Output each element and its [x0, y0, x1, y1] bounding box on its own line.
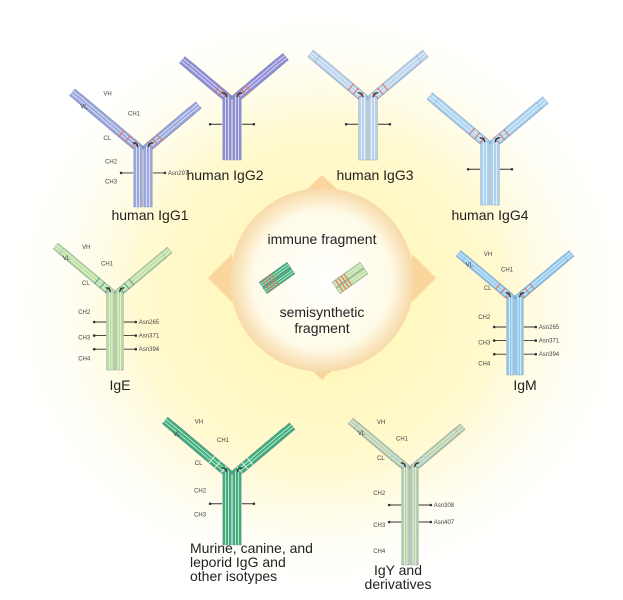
glycosylation-site-label: Asn265: [139, 320, 160, 326]
glycosylation-site-label: Asn371: [539, 339, 560, 345]
glycosylation-site-label: Asn407: [434, 520, 455, 526]
domain-label-ch3: CH3: [478, 341, 491, 347]
domain-label-ch2: CH2: [105, 160, 118, 166]
domain-label-ch2: CH2: [373, 491, 386, 497]
glycosylation-site-label: Asn371: [139, 334, 160, 340]
domain-label-ch2: CH2: [478, 315, 491, 321]
domain-label-vl: VL: [80, 105, 88, 111]
domain-label-vh: VH: [195, 420, 203, 426]
domain-label-ch1: CH1: [501, 268, 514, 274]
antibody-name: derivatives: [365, 576, 432, 592]
center-title: immune fragment: [268, 231, 377, 247]
antibody-name: human IgG1: [111, 207, 188, 223]
domain-label-ch4: CH4: [373, 549, 386, 555]
antibody-name: IgE: [109, 377, 130, 393]
glycosylation-site-label: Asn394: [139, 347, 160, 353]
glycosylation-site-label: Asn265: [539, 325, 560, 331]
fragment-icons: [258, 261, 369, 295]
domain-label-cl: CL: [82, 281, 90, 287]
domain-label-ch1: CH1: [101, 261, 114, 267]
domain-label-vl: VL: [466, 262, 474, 268]
antibody-igg3: human IgG3: [307, 49, 429, 183]
glycosylation-site-label: Asn308: [434, 503, 455, 509]
domain-label-vl: VL: [63, 256, 71, 262]
antibody-name: Murine, canine, and: [190, 540, 313, 556]
domain-label-cl: CL: [103, 136, 111, 142]
antibody-name: IgY and: [374, 562, 422, 578]
antibody-name: human IgG2: [186, 167, 263, 183]
center-subtitle-2: fragment: [294, 320, 349, 336]
domain-label-ch2: CH2: [78, 310, 91, 316]
antibody-name: human IgG3: [336, 167, 413, 183]
domain-label-ch2: CH2: [194, 489, 207, 495]
glycosylation-site-label: Asn394: [539, 352, 560, 358]
domain-label-cl: CL: [195, 461, 203, 467]
domain-label-cl: CL: [377, 456, 385, 462]
domain-label-vh: VH: [377, 420, 385, 426]
domain-label-ch1: CH1: [128, 111, 141, 117]
glycosylation-site-label: Asn297: [168, 171, 189, 177]
domain-label-ch1: CH1: [396, 436, 409, 442]
antibody-name: human IgG4: [451, 207, 528, 223]
antibody-igg2: human IgG2: [179, 53, 289, 183]
domain-label-vh: VH: [484, 252, 492, 258]
domain-label-ch3: CH3: [105, 179, 118, 185]
domain-label-ch4: CH4: [478, 361, 491, 367]
domain-label-ch3: CH3: [373, 523, 386, 529]
center-subtitle-1: semisynthetic: [280, 304, 365, 320]
arrow-left: [208, 254, 232, 302]
domain-label-ch3: CH3: [194, 513, 207, 519]
antibody-name: IgM: [513, 377, 536, 393]
center-disc: [230, 188, 414, 372]
domain-label-vh: VH: [82, 245, 90, 251]
antibody-igg4: human IgG4: [426, 92, 549, 223]
domain-label-ch1: CH1: [217, 438, 230, 444]
arrow-right: [412, 254, 436, 302]
domain-label-vh: VH: [103, 92, 111, 98]
domain-label-ch3: CH3: [78, 336, 91, 342]
domain-label-vl: VL: [358, 431, 366, 437]
domain-label-vl: VL: [173, 432, 181, 438]
antibody-name: leporid IgG and: [190, 554, 286, 570]
domain-label-ch4: CH4: [78, 356, 91, 362]
domain-label-cl: CL: [484, 286, 492, 292]
antibody-name: other isotypes: [190, 568, 277, 584]
